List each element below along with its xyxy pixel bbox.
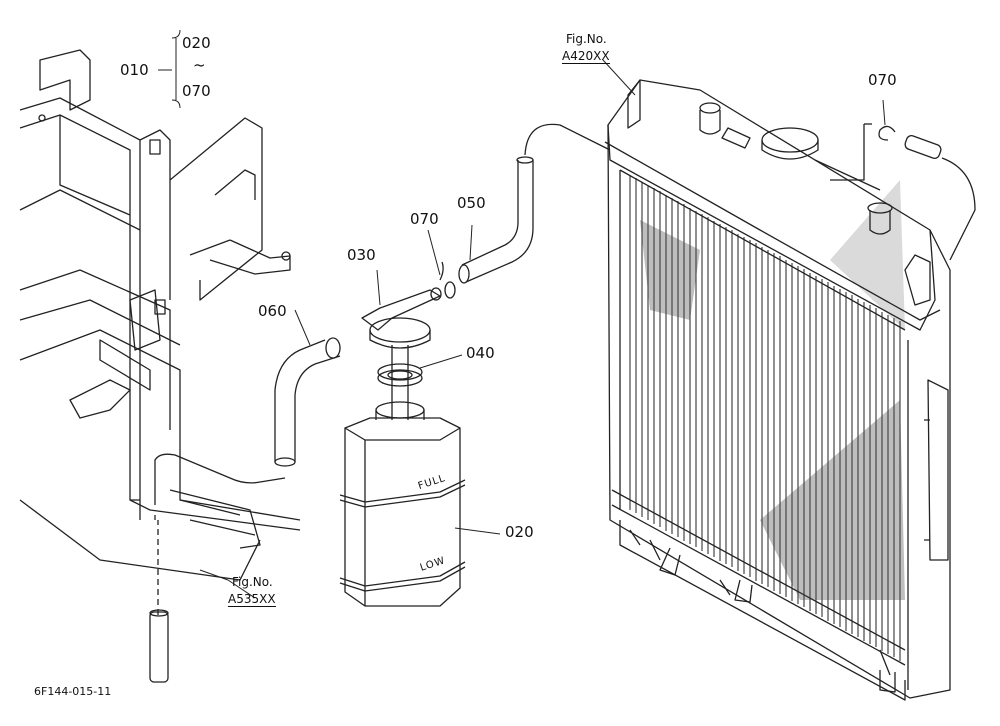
pipe-to-radiator [524,123,611,156]
group-label-range-mark: ~ [193,56,206,74]
fig-ref-a420-code: A420XX [562,49,610,64]
callout-070-radiator: 070 [868,71,897,89]
fig-ref-a535-title: Fig.No. [232,575,273,589]
callout-020: 020 [505,523,534,541]
tank-stem-drawing [391,345,409,420]
gasket-040-drawing [377,363,423,387]
callout-040: 040 [466,344,495,362]
callout-050: 050 [457,194,486,212]
hose-060-drawing [274,337,341,467]
group-label-from: 020 [182,34,211,52]
overflow-pipe-drawing [604,123,976,321]
callout-070-hose: 070 [410,210,439,228]
fig-ref-a420-title: Fig.No. [566,32,607,46]
hose-050-drawing [458,156,534,284]
radiator-core-fins [629,175,901,661]
group-label-id: 010 [120,61,149,79]
callout-060: 060 [258,302,287,320]
reservoir-tank-020-drawing [339,401,466,607]
callout-leader-lines [158,29,886,599]
group-label-to: 070 [182,82,211,100]
callout-030: 030 [347,246,376,264]
overflow-hose-drawing [149,453,286,683]
drawing-code: 6F144-015-11 [34,685,112,698]
fig-ref-a535-code: A535XX [228,592,276,607]
clamp-070-drawing [439,261,456,299]
radiator-drawing [607,79,951,701]
cap-030-drawing [361,287,442,349]
frame-bracket-drawing [19,49,301,581]
